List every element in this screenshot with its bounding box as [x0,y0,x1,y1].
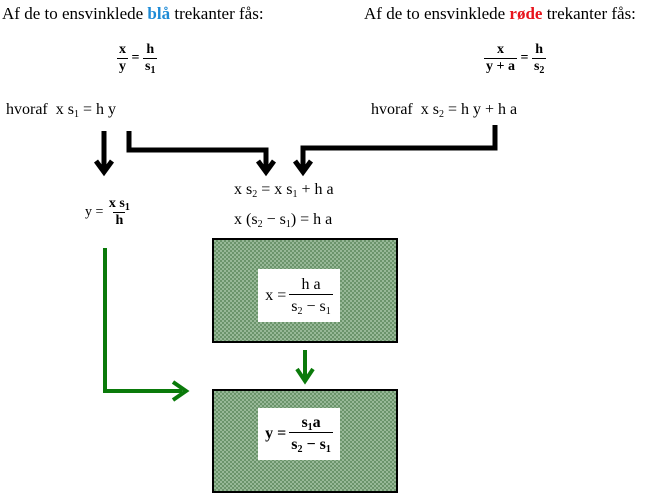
factored-sub-2: 1 [285,219,291,230]
right-hvoraf-equation: hvoraf x s2 = h y + h a [371,101,518,120]
combined-equation: x s2 = x s1 + h a [234,181,334,200]
factored-part-1: x (s [234,211,258,228]
factored-equation: x (s2 − s1) = h a [234,211,333,230]
left-hvoraf-word: hvoraf [6,101,48,118]
box-x-num: h a [301,275,321,293]
combined-sub-1: 2 [252,189,258,200]
box-y-num-a: s [301,414,308,431]
right-hvoraf-word: hvoraf [371,101,413,118]
left-ratio-eq: = [131,50,140,66]
combined-part-1: x s [234,181,253,198]
left-ratio-h: h [146,42,155,57]
box-y-num-b: a [312,414,321,431]
left-hvoraf-rhs: = h y [79,101,117,118]
right-ratio-eq: = [520,50,529,66]
left-hvoraf-sub: 1 [74,109,79,120]
header-right: Af de to ensvinklede røde trekanter fås: [364,4,636,24]
arrow-right-to-center [292,125,498,177]
left-ratio-s-sub: 1 [150,65,156,76]
arrow-green-down [295,350,315,385]
arrow-left-down [93,131,115,177]
header-left: Af de to ensvinklede blå trekanter fås: [2,4,264,24]
y-formula-den: h [113,212,126,228]
header-right-color-word: røde [509,4,543,23]
left-hvoraf-lhs: x s [55,101,74,118]
box-y-num-a-sub: 1 [307,422,313,433]
y-formula-num-sub: 1 [124,202,130,213]
y-formula-num: x s [108,196,125,211]
right-hvoraf-lhs: x s [420,101,439,118]
box-x-lhs: x = [265,286,287,304]
factored-sub-1: 2 [257,219,263,230]
arrow-left-to-center [126,131,277,177]
header-left-suffix: trekanter fås: [170,4,264,23]
box-x-den-b: − s [302,297,326,315]
left-hvoraf-equation: hvoraf x s1 = h y [6,101,117,120]
box-y-den-a-sub: 2 [297,444,303,455]
box-y-lhs: y = [265,425,287,442]
right-ratio-s: s [533,59,540,74]
left-ratio-s: s [144,59,151,74]
header-left-prefix: Af de to ensvinklede [2,4,148,23]
right-ratio-y-plus-a: y + a [484,58,517,74]
box-x-den-a-sub: 2 [297,305,303,317]
combined-part-3: + h a [297,181,334,198]
header-right-suffix: trekanter fås: [542,4,636,23]
box-y-den-a: s [291,436,298,453]
factored-part-2: − s [262,211,286,228]
right-ratio-h: h [535,42,544,57]
y-formula-lhs: y = [85,204,104,220]
header-left-color-word: blå [147,4,171,23]
right-hvoraf-rhs: = h y + h a [444,101,518,118]
left-ratio-x: x [119,42,126,57]
box-y-den-b-sub: 1 [325,444,331,455]
right-ratio-x: x [496,42,504,57]
header-right-prefix: Af de to ensvinklede [364,4,510,23]
combined-part-2: = x s [257,181,293,198]
right-hvoraf-sub: 2 [439,109,444,120]
left-ratio-y: y [117,58,128,74]
box-y-den-b: − s [302,436,326,453]
right-ratio-s-sub: 2 [539,65,545,76]
factored-part-3: ) = h a [290,211,333,228]
combined-sub-2: 1 [292,189,298,200]
box-x-den-b-sub: 1 [325,305,331,317]
arrow-green-to-y-box [103,248,190,402]
box-x-den-a: s [291,297,298,315]
